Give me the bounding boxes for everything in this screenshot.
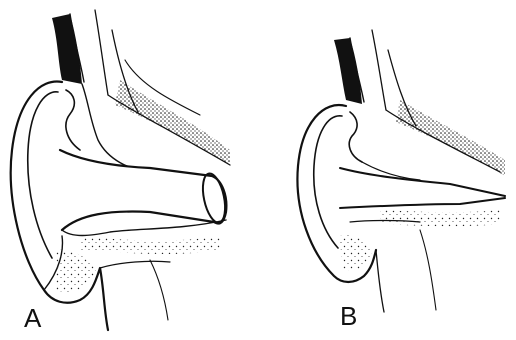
panel-a-lobe-stipple xyxy=(56,250,96,292)
panel-a-drawing xyxy=(11,10,230,330)
panel-b-lower-stipple xyxy=(380,210,500,226)
panel-b-lobe-stipple xyxy=(340,235,372,270)
panel-b-bone-stipple xyxy=(396,100,505,176)
panel-label-a: A xyxy=(24,305,41,331)
panel-b-ear-canal xyxy=(340,168,505,196)
panel-a-lower-stipple xyxy=(80,236,220,254)
panel-a-bone-stipple xyxy=(115,80,230,165)
panel-b-drawing xyxy=(297,30,505,312)
panel-b-hair-shading xyxy=(334,38,362,104)
panel-a-ear-canal xyxy=(60,150,226,230)
panel-label-b: B xyxy=(340,303,357,329)
